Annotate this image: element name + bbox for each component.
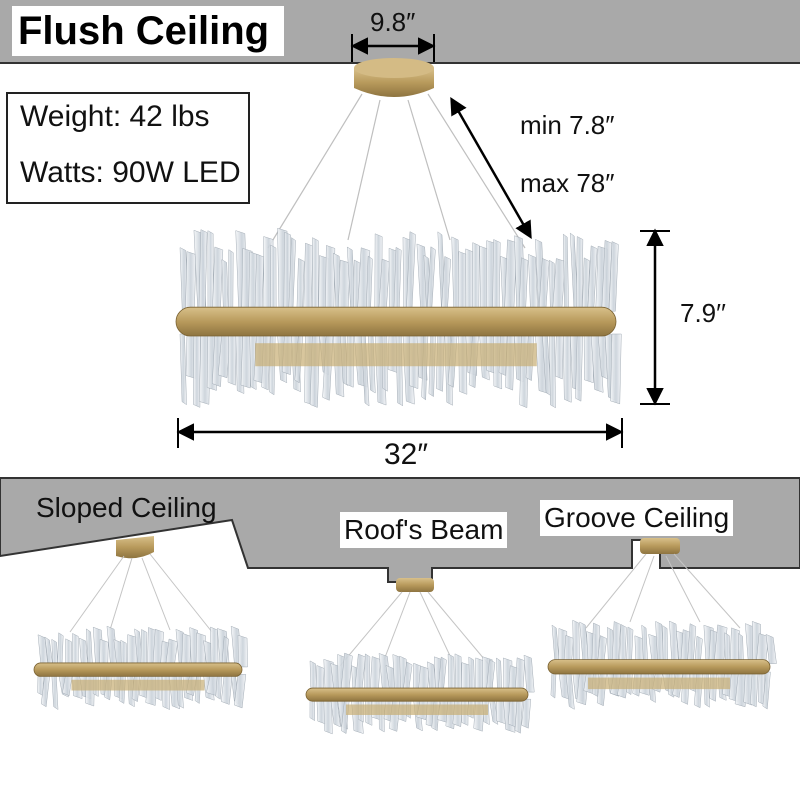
main-canopy-top	[354, 58, 434, 78]
small-cables	[69, 553, 741, 667]
beam-canopy	[396, 578, 434, 592]
groove-ceiling-label: Groove Ceiling	[540, 500, 734, 536]
spec-box: Weight: 42 lbs Watts: 90W LED	[6, 92, 250, 204]
roofs-beam-label: Roof's Beam	[340, 512, 508, 548]
min-length-label: min 7.8″	[520, 110, 615, 140]
sloped-chandelier	[33, 625, 248, 711]
max-length-label: max 78″	[520, 168, 615, 198]
weight-spec: Weight: 42 lbs	[20, 100, 210, 133]
watts-spec: Watts: 90W LED	[20, 156, 241, 189]
main-cables	[267, 93, 526, 249]
canopy-width-label: 9.8″	[366, 8, 420, 36]
beam-chandelier	[305, 652, 535, 735]
page-title: Flush Ceiling	[12, 6, 284, 56]
sloped-ceiling-label: Sloped Ceiling	[36, 492, 217, 523]
main-chandelier	[175, 227, 622, 409]
length-arrow	[450, 96, 532, 240]
groove-canopy	[640, 538, 680, 554]
diameter-label: 32″	[384, 438, 428, 471]
sloped-canopy	[116, 536, 154, 559]
groove-chandelier	[547, 619, 777, 710]
height-label: 7.9′′	[680, 298, 726, 328]
